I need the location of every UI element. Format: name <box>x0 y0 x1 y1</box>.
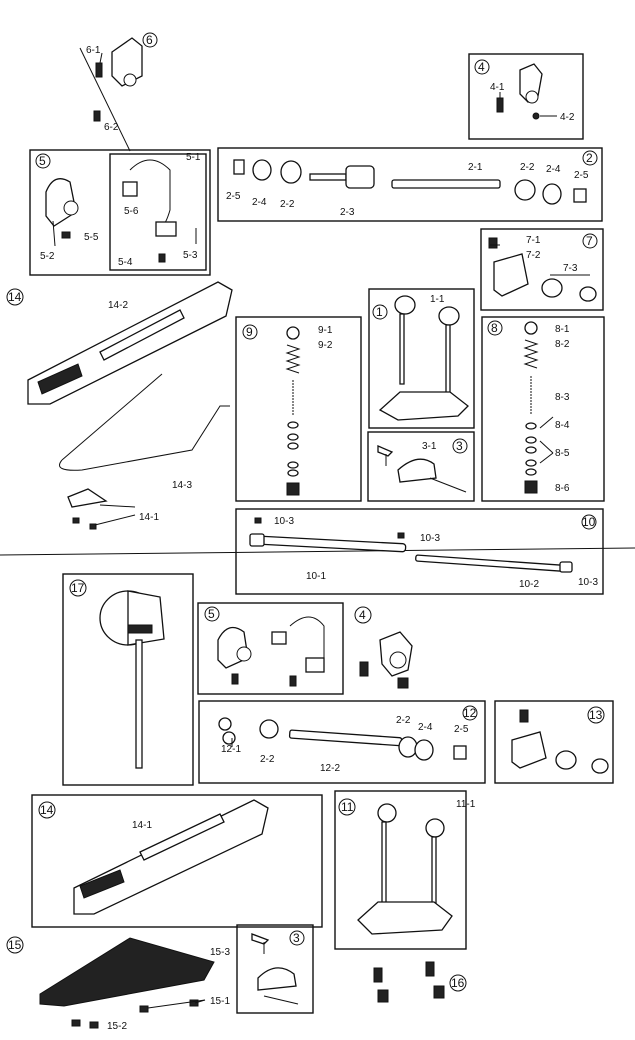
part-label: 7-1 <box>526 235 541 246</box>
part-label: 14-2 <box>108 300 128 311</box>
free-number: 15 <box>8 938 22 952</box>
part-label: 2-5 <box>454 724 469 735</box>
part-label: 7-3 <box>563 263 578 274</box>
part-label: 2-4 <box>418 722 433 733</box>
part-label: 5-6 <box>124 206 139 217</box>
part-label: 10-3 <box>274 516 294 527</box>
box-number: 1 <box>376 305 383 319</box>
box-12: 12 <box>198 700 486 784</box>
box-number: 4 <box>478 60 485 74</box>
part-label: 2-2 <box>520 162 535 173</box>
part-label: 8-1 <box>555 324 570 335</box>
part-label: 10-2 <box>519 579 539 590</box>
section-divider <box>0 547 635 556</box>
box-3b: 3 <box>236 924 314 1014</box>
box-number: 11 <box>341 800 354 814</box>
box-number: 8 <box>491 321 498 335</box>
box-9: 9 <box>235 316 362 502</box>
part-label: 6-2 <box>104 122 119 133</box>
box-4: 4 <box>468 53 584 140</box>
box-2: 2 <box>217 147 603 222</box>
part-label: 14-3 <box>172 480 192 491</box>
part-label: 2-5 <box>226 191 241 202</box>
box-14b: 14 <box>31 794 323 928</box>
box-number: 9 <box>246 325 253 339</box>
box-number: 5 <box>39 154 46 168</box>
part-label: 11-1 <box>456 799 476 810</box>
box-number: 3 <box>456 439 463 453</box>
part-label: 8-5 <box>555 448 570 459</box>
part-label: 14-1 <box>139 512 159 523</box>
part-label: 14-1 <box>132 820 152 831</box>
part-label: 10-1 <box>306 571 326 582</box>
part-label: 2-3 <box>340 207 355 218</box>
part-label: 10-3 <box>420 533 440 544</box>
assembly-16: 16 <box>373 961 467 1003</box>
part-label: 8-3 <box>555 392 570 403</box>
part-label: 3-1 <box>422 441 437 452</box>
assembly-6: 6 <box>93 32 158 122</box>
part-label: 5-1 <box>186 152 201 163</box>
box-number: 5 <box>208 607 215 621</box>
part-label: 2-2 <box>396 715 411 726</box>
box-number: 12 <box>463 706 477 720</box>
box-number: 3 <box>293 931 300 945</box>
part-label: 2-2 <box>260 754 275 765</box>
assembly-4b: 4 <box>354 606 413 689</box>
part-label: 1-1 <box>430 294 445 305</box>
part-label: 12-2 <box>320 763 340 774</box>
box-number: 7 <box>586 234 593 248</box>
part-label: 2-4 <box>252 197 267 208</box>
box-8: 8 <box>481 316 605 502</box>
box-number: 10 <box>582 515 596 529</box>
part-label: 2-1 <box>468 162 483 173</box>
box-7: 7 <box>480 228 604 311</box>
part-label: 5-2 <box>40 251 55 262</box>
part-label: 15-2 <box>107 1021 127 1032</box>
free-number: 6 <box>146 33 153 47</box>
part-label: 5-5 <box>84 232 99 243</box>
part-label: 5-4 <box>118 257 133 268</box>
box-17: 17 <box>62 573 194 786</box>
free-number: 4 <box>359 608 366 622</box>
box-number: 2 <box>586 151 593 165</box>
part-label: 10-3 <box>578 577 598 588</box>
box-3: 3 <box>367 431 475 502</box>
part-label: 9-1 <box>318 325 333 336</box>
free-number: 16 <box>451 976 465 990</box>
part-label: 5-3 <box>183 250 198 261</box>
part-label: 15-3 <box>210 947 230 958</box>
assembly-14: 14 <box>6 281 233 530</box>
part-label: 4-2 <box>560 112 575 123</box>
leader-lines <box>52 47 590 1009</box>
part-label: 9-2 <box>318 340 333 351</box>
free-number: 14 <box>8 290 22 304</box>
box-5b: 5 <box>197 602 344 695</box>
box-1: 1 <box>368 288 475 429</box>
part-label: 2-2 <box>280 199 295 210</box>
part-label: 4-1 <box>490 82 505 93</box>
box-number: 17 <box>71 581 85 595</box>
box-11: 11 <box>334 790 467 950</box>
box-number: 14 <box>40 803 54 817</box>
part-label: 2-4 <box>546 164 561 175</box>
part-label: 6-1 <box>86 45 101 56</box>
box-13: 13 <box>494 700 614 784</box>
box-number: 13 <box>589 708 603 722</box>
part-label: 8-2 <box>555 339 570 350</box>
assembly-15: 15 <box>6 936 215 1029</box>
part-labels: 6-1 6-2 4-1 4-2 5-1 5-6 5-5 5-2 5-4 5-3 … <box>40 45 598 1032</box>
part-label: 15-1 <box>210 996 230 1007</box>
part-label: 8-4 <box>555 420 570 431</box>
part-label: 7-2 <box>526 250 541 261</box>
box-5: 5 <box>29 149 211 276</box>
part-label: 8-6 <box>555 483 570 494</box>
part-label: 2-5 <box>574 170 589 181</box>
box-10: 10 <box>235 508 604 595</box>
part-label: 12-1 <box>221 744 241 755</box>
